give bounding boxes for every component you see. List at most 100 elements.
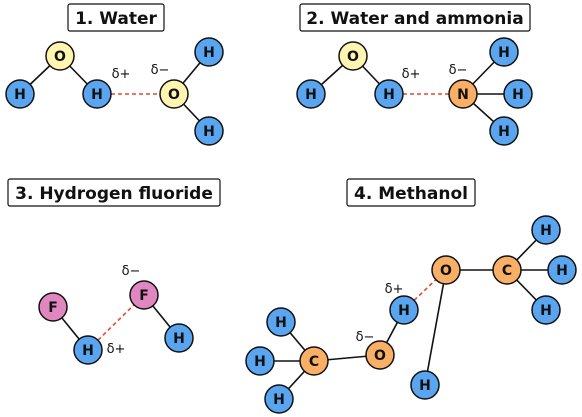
atom-label: H [512,87,524,103]
atom-o: O [431,255,461,285]
atom-label: H [203,45,215,61]
atom-circle [245,346,275,376]
atom-f: F [129,280,159,310]
panel-4-title-text: 4. Methanol [354,184,468,204]
atom-label: F [139,288,149,304]
atom-h: H [503,79,533,109]
atom-circle [5,79,35,109]
atom-circle [448,79,478,109]
atom-h: H [73,335,103,365]
atom-circle [492,255,522,285]
partial-positive-charge: δ+ [107,342,126,357]
atom-n: N [448,79,478,109]
atom-circle [194,116,224,146]
atom-h: H [531,295,561,325]
atom-label: O [440,263,452,279]
panel-1-title-text: 1. Water [75,9,157,29]
atom-label: N [457,87,469,103]
atom-h: H [489,116,519,146]
atom-circle [38,292,68,322]
atom-h: H [82,79,112,109]
atom-label: H [254,354,266,370]
hydrogen-bond [413,279,437,301]
atom-label: H [305,87,317,103]
atom-label: O [168,87,180,103]
atom-h: H [489,37,519,67]
atom-c: C [299,346,329,376]
atom-label: H [498,124,510,140]
atom-circle [264,384,294,414]
atom-o: O [45,41,75,71]
atom-label: H [383,87,395,103]
atom-c: C [492,255,522,285]
partial-negative-charge: δ− [356,330,375,345]
panel-2-title-text: 2. Water and ammonia [306,9,523,29]
atom-label: H [173,331,185,347]
atom-label: H [540,303,552,319]
atom-circle [338,41,368,71]
partial-positive-charge: δ+ [112,67,131,82]
atom-circle [489,116,519,146]
atom-f: F [38,292,68,322]
atom-circle [299,346,329,376]
atom-circle [547,255,577,285]
hydrogen-bond [97,304,135,341]
atom-label: H [14,87,26,103]
partial-negative-charge: δ− [449,63,468,78]
atom-circle [296,79,326,109]
atom-label: C [309,354,319,370]
atom-label: C [502,263,512,279]
atom-h: H [264,384,294,414]
atom-h: H [194,37,224,67]
atom-o: O [365,340,395,370]
atom-h: H [266,307,296,337]
atom-circle [389,295,419,325]
atom-circle [164,323,194,353]
atom-label: O [374,348,386,364]
atom-h: H [547,255,577,285]
atom-label: H [203,124,215,140]
atom-label: H [275,315,287,331]
atom-h: H [194,116,224,146]
atom-o: O [159,79,189,109]
atom-h: H [410,370,440,400]
atom-circle [531,295,561,325]
atom-circle [194,37,224,67]
atom-label: O [54,49,66,65]
atom-circle [365,340,395,370]
partial-positive-charge: δ+ [385,282,404,297]
partial-positive-charge: δ+ [402,67,421,82]
atom-circle [266,307,296,337]
atom-label: H [91,87,103,103]
partial-negative-charge: δ− [151,63,170,78]
atom-circle [531,215,561,245]
atom-label: H [556,263,568,279]
atom-circle [45,41,75,71]
atom-circle [73,335,103,365]
atom-o: O [338,41,368,71]
panel-2-molecules: O H H N H H Hδ+ δ− [296,37,533,146]
atom-circle [374,79,404,109]
panel-3-title-text: 3. Hydrogen fluoride [15,184,213,204]
atom-label: O [347,49,359,65]
panel-3-molecules: F H F Hδ− δ+ [38,264,194,365]
atom-h: H [531,215,561,245]
atom-circle [431,255,461,285]
panel-3-title: 3. Hydrogen fluoride [7,178,221,207]
atom-label: H [82,343,94,359]
atom-label: H [540,223,552,239]
atom-h: H [296,79,326,109]
partial-negative-charge: δ− [122,264,141,279]
atom-circle [489,37,519,67]
atom-circle [82,79,112,109]
atom-circle [129,280,159,310]
panel-2-title: 2. Water and ammonia [299,3,531,32]
atom-h: H [374,79,404,109]
atom-circle [410,370,440,400]
atom-h: H [389,295,419,325]
atom-label: H [419,378,431,394]
panel-1-molecules: O H H O H Hδ+ δ− [5,37,224,146]
atom-label: H [273,392,285,408]
atom-h: H [245,346,275,376]
